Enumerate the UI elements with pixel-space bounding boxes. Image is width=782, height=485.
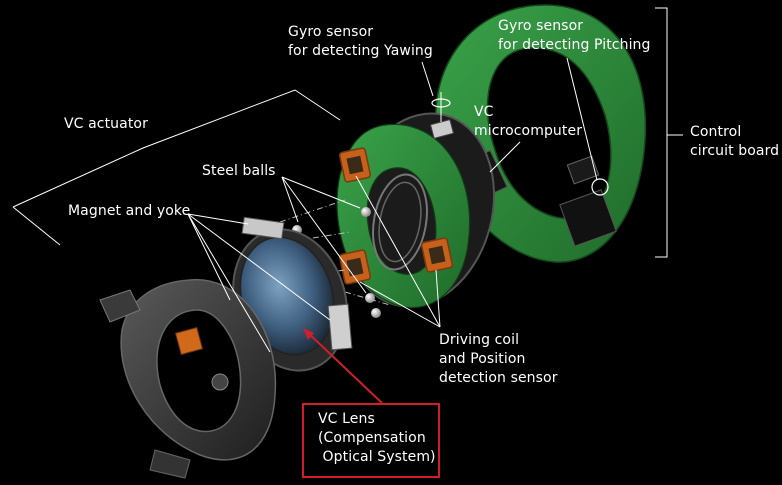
leader-lines (12, 7, 683, 353)
label-vc-microcomputer: VC microcomputer (474, 104, 583, 139)
label-vc-actuator: VC actuator (64, 116, 148, 132)
steel-balls-part (279, 199, 391, 318)
label-magnet-and-yoke: Magnet and yoke (68, 203, 191, 219)
label-vc-lens: VC Lens (Compensation Optical System) (318, 411, 436, 465)
pitch-axis-icon (591, 178, 609, 196)
label-gyro-pitching: Gyro sensor for detecting Pitching (498, 18, 651, 53)
vc-lens-pointer (305, 330, 383, 404)
lens-mount-part (99, 279, 277, 479)
label-driving-coil: Driving coil and Position detection sens… (439, 332, 558, 386)
label-steel-balls: Steel balls (202, 163, 276, 179)
label-gyro-yawing: Gyro sensor for detecting Yawing (288, 24, 433, 59)
vc-lens-callout-box: VC Lens (Compensation Optical System) (302, 403, 440, 478)
vc-actuator-part (336, 92, 496, 309)
label-control-circuit-board: Control circuit board (690, 124, 780, 159)
vc-actuator-leader (12, 89, 341, 208)
vc-lens-arrowhead (303, 328, 314, 340)
